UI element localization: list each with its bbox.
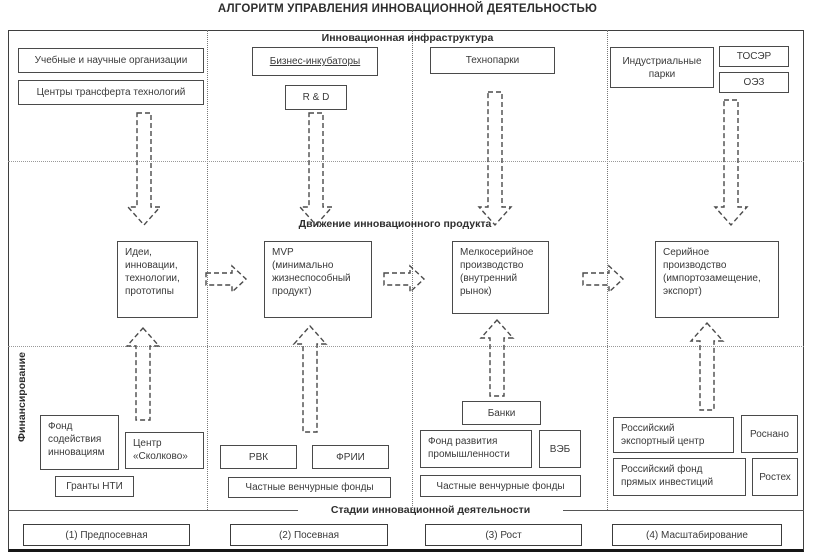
stages-section-label: Стадии инновационной деятельности	[330, 504, 531, 516]
box-stage-scaling: (4) Масштабирование	[612, 524, 782, 546]
box-private-venture-funds-growth: Частные венчурные фонды	[420, 475, 581, 497]
product-flow-section-label: Движение инновационного продукта	[298, 218, 492, 230]
column-separator-2	[412, 30, 413, 510]
arrow-down-col2-icon	[298, 112, 334, 227]
arrow-down-col1-icon	[126, 112, 162, 227]
stages-divider-right	[563, 510, 804, 511]
infrastructure-band-divider	[8, 161, 804, 162]
box-oez: ОЭЗ	[719, 72, 789, 93]
arrow-right-stage1-icon	[205, 264, 248, 294]
box-stage-growth: (3) Рост	[425, 524, 582, 546]
box-skolkovo-center: Центр «Сколково»	[125, 432, 204, 469]
box-rvc: РВК	[220, 445, 297, 469]
box-nti-grants: Гранты НТИ	[55, 476, 134, 497]
arrow-right-stage2-icon	[383, 264, 426, 294]
box-industrial-parks: Индустриальные парки	[610, 47, 714, 88]
box-stage-seed: (2) Посевная	[230, 524, 388, 546]
box-business-incubators: Бизнес-инкубаторы	[252, 47, 378, 76]
box-small-batch-production: Мелкосерийное производство (внутренний р…	[452, 241, 549, 314]
box-mvp: MVP (минимально жизнеспособный продукт)	[264, 241, 372, 318]
infrastructure-section-label: Инновационная инфраструктура	[321, 32, 494, 44]
arrow-down-col3-icon	[477, 91, 513, 227]
box-stage-preseed: (1) Предпосевная	[23, 524, 190, 546]
box-rnd: R & D	[285, 85, 347, 110]
box-veb: ВЭБ	[539, 430, 581, 468]
box-russian-export-center: Российский экспортный центр	[613, 417, 734, 453]
financing-band-divider	[8, 346, 804, 347]
box-rosnano: Роснано	[741, 415, 798, 453]
box-tech-transfer-centers: Центры трансферта технологий	[18, 80, 204, 105]
diagram-frame	[8, 30, 804, 552]
arrow-up-col2-icon	[292, 324, 328, 433]
box-iidf: ФРИИ	[312, 445, 389, 469]
financing-section-label: Финансирование	[16, 352, 28, 442]
column-separator-1	[207, 30, 208, 510]
box-banks: Банки	[462, 401, 541, 425]
box-private-venture-funds-seed: Частные венчурные фонды	[228, 477, 391, 498]
box-russian-direct-investment-fund: Российский фонд прямых инвестиций	[613, 458, 746, 496]
column-separator-3	[607, 30, 608, 510]
arrow-up-col4-icon	[689, 321, 725, 411]
box-edu-science-orgs: Учебные и научные организации	[18, 48, 204, 73]
arrow-up-col3-icon	[479, 318, 515, 397]
box-rostec: Ростех	[752, 458, 798, 496]
arrow-up-col1-icon	[125, 326, 161, 421]
page-title: АЛГОРИТМ УПРАВЛЕНИЯ ИННОВАЦИОННОЙ ДЕЯТЕЛ…	[217, 3, 598, 15]
box-innovation-assistance-fund: Фонд содействия инновациям	[40, 415, 119, 470]
box-industry-development-fund: Фонд развития промышленности	[420, 430, 532, 468]
box-technoparks: Технопарки	[430, 47, 555, 74]
stages-divider-left	[8, 510, 298, 511]
box-toser: ТОСЭР	[719, 46, 789, 67]
arrow-down-col4-icon	[713, 99, 749, 227]
box-serial-production: Серийное производство (импортозамещение,…	[655, 241, 779, 318]
box-ideas-prototypes: Идеи, инновации, технологии, прототипы	[117, 241, 198, 318]
arrow-right-stage3-icon	[582, 264, 625, 294]
